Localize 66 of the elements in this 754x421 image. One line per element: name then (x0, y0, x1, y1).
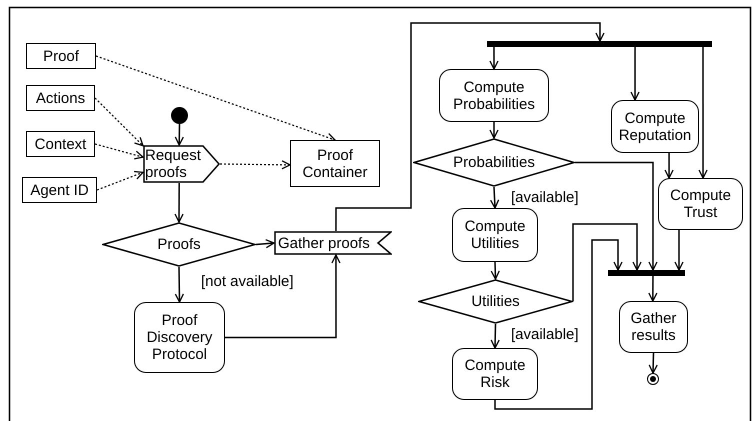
dotted-arrow (94, 143, 144, 160)
flow-arrow (174, 266, 184, 303)
flow-arrow (648, 352, 658, 374)
flow-arrow (648, 276, 658, 302)
object-box (22, 177, 97, 203)
action-box (619, 301, 688, 353)
decision-diamond (102, 222, 256, 267)
node-label: Compute Trust (669, 187, 732, 221)
flow-arrow (630, 47, 640, 101)
decision-diamond (418, 279, 573, 324)
flow-arrow (664, 153, 674, 179)
flow-arrow (174, 183, 184, 223)
action-box (658, 178, 743, 230)
node-label: Probabilities (453, 154, 535, 171)
send-signal-shape (143, 145, 220, 183)
node-label: Compute Probabilities (452, 78, 536, 112)
node-label: Request proofs (145, 147, 202, 181)
node-label: Actions (36, 90, 86, 106)
flow-arrow (575, 162, 658, 271)
node-label: Context (34, 136, 86, 152)
node-label: Compute Utilities (464, 218, 526, 252)
flow-arrow (674, 230, 684, 271)
edge-label: [not available] (200, 273, 295, 290)
flow-arrow (490, 186, 500, 209)
flow-arrow (572, 223, 642, 302)
object-box (26, 43, 96, 69)
node-label: Proof (43, 48, 79, 64)
node-label: Utilities (471, 293, 520, 310)
flow-arrow (489, 122, 499, 139)
receive-signal-shape (274, 231, 392, 255)
synchronization-bar (487, 41, 712, 47)
object-box (290, 140, 380, 187)
object-box (26, 131, 95, 157)
flow-arrow (490, 262, 500, 280)
node-label: Compute Risk (464, 357, 526, 391)
flow-arrow (225, 254, 341, 338)
decision-diamond (413, 138, 575, 187)
flow-arrow (174, 124, 184, 146)
node-label: Proof Discovery Protocol (146, 312, 214, 363)
action-box (134, 302, 225, 373)
start-node (171, 107, 188, 124)
node-label: Compute Reputation (618, 110, 692, 144)
dotted-arrow (96, 55, 336, 142)
flow-arrow (698, 47, 708, 179)
node-label: Agent ID (30, 182, 89, 198)
node-label: Gather proofs (278, 234, 370, 252)
action-box (611, 100, 699, 153)
synchronization-bar (608, 270, 685, 276)
flow-arrow (256, 239, 275, 248)
node-label: Proofs (157, 236, 201, 253)
action-box (452, 348, 538, 400)
action-box (452, 208, 538, 262)
flow-arrow (335, 22, 605, 231)
dotted-arrow (220, 160, 291, 170)
flow-arrow (494, 239, 623, 410)
object-box (26, 85, 95, 111)
edge-label: [available] (510, 326, 580, 343)
dotted-arrow (94, 98, 144, 146)
edge-label: [available] (510, 189, 580, 206)
flow-arrow (490, 324, 500, 349)
node-label: Proof Container (301, 146, 369, 180)
flow-arrow (489, 47, 499, 70)
node-label: Gather results (630, 310, 678, 344)
dotted-arrow (96, 170, 144, 191)
action-box (439, 69, 549, 122)
final-node (647, 373, 659, 385)
